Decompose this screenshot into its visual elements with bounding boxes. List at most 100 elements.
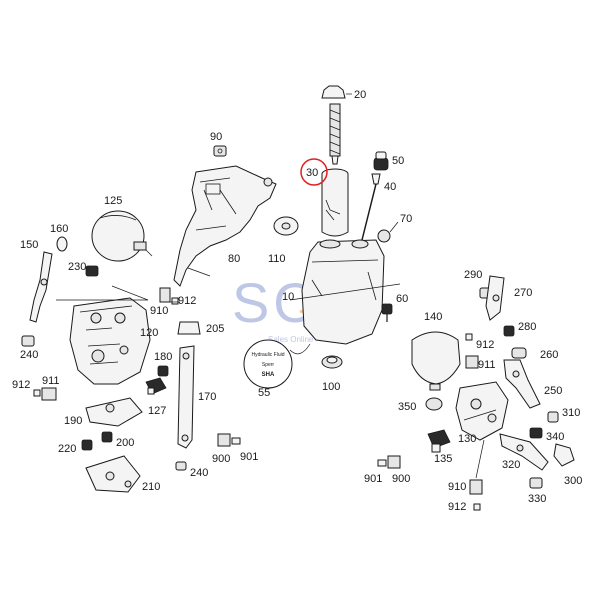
- part-50-grommet: [373, 151, 389, 171]
- part-110-washer: [273, 216, 299, 236]
- callout-901-right: 901: [364, 473, 382, 485]
- callout-80: 80: [228, 253, 240, 265]
- callout-200: 200: [116, 437, 134, 449]
- callout-330: 330: [528, 493, 546, 505]
- part-160-washer: [56, 236, 68, 252]
- part-200-nut: [101, 431, 113, 443]
- part-260-grommet: [511, 347, 527, 359]
- callout-120: 120: [140, 327, 158, 339]
- callout-55: 55: [258, 387, 270, 399]
- callout-110: 110: [268, 253, 286, 265]
- part-30-filter-cartridge: [321, 168, 349, 237]
- callout-240-left: 240: [20, 349, 38, 361]
- callout-912-upper: 912: [178, 295, 196, 307]
- part-911-912-connector-left: [33, 387, 57, 401]
- callout-190: 190: [64, 415, 82, 427]
- cap-label-bottom: SHA: [262, 372, 275, 378]
- callout-210: 210: [142, 481, 160, 493]
- part-170-long-bracket: [177, 345, 195, 449]
- callout-912-right-upper: 912: [476, 339, 494, 351]
- part-910-912-connector-lower: [469, 439, 485, 511]
- callout-125: 125: [104, 195, 122, 207]
- part-340-nut: [529, 427, 543, 439]
- part-135-pressure-sensor-right: [427, 429, 451, 453]
- callout-900-middle: 900: [212, 453, 230, 465]
- callout-240-middle: 240: [190, 467, 208, 479]
- callout-50: 50: [392, 155, 404, 167]
- callout-910-lower: 910: [448, 481, 466, 493]
- callout-150: 150: [20, 239, 38, 251]
- part-190-mount-plate: [85, 397, 143, 427]
- part-130-valve-block: [455, 381, 509, 441]
- part-100-grommet: [321, 355, 343, 369]
- callout-220: 220: [58, 443, 76, 455]
- callout-160: 160: [50, 223, 68, 235]
- callout-130: 130: [458, 433, 476, 445]
- callout-912-lower: 912: [448, 501, 466, 513]
- callout-912-left: 912: [12, 379, 30, 391]
- part-900-901-connector-middle: [217, 433, 241, 447]
- part-125-accumulator: [91, 210, 153, 262]
- callout-280: 280: [518, 321, 536, 333]
- part-70-cap-nut: [377, 221, 399, 243]
- part-300-bracket: [553, 443, 575, 467]
- callout-250: 250: [544, 385, 562, 397]
- callout-901-middle: 901: [240, 451, 258, 463]
- callout-260: 260: [540, 349, 558, 361]
- callout-40: 40: [384, 181, 396, 193]
- part-910-912-connector-upper: [159, 287, 180, 305]
- part-280-nut: [503, 325, 515, 337]
- callout-180: 180: [154, 351, 172, 363]
- part-270-bracket: [485, 275, 505, 321]
- part-90-nut: [213, 145, 227, 157]
- callout-100: 100: [322, 381, 340, 393]
- part-911-912-connector-right: [465, 333, 479, 369]
- part-320-link-bracket: [499, 433, 549, 471]
- part-150-strap: [29, 251, 53, 323]
- callout-140: 140: [424, 311, 442, 323]
- part-900-901-connector-right: [377, 455, 401, 469]
- part-250-bracket: [503, 359, 541, 409]
- part-10-reservoir: [289, 239, 401, 355]
- callout-270: 270: [514, 287, 532, 299]
- part-80-bracket: [173, 165, 277, 287]
- callout-205: 205: [206, 323, 224, 335]
- part-20-filler-cap-strainer: [321, 85, 352, 165]
- cap-label-middle: Sperr: [262, 362, 275, 368]
- part-230-nut: [85, 265, 99, 277]
- highlight-ring-30: [300, 158, 328, 186]
- part-140-accumulator-right: [411, 331, 461, 391]
- callout-340: 340: [546, 431, 564, 443]
- part-210-lower-bracket: [85, 455, 141, 493]
- callout-170: 170: [198, 391, 216, 403]
- callout-310: 310: [562, 407, 580, 419]
- part-120-pump: [56, 285, 151, 385]
- callout-30: 30: [306, 167, 318, 179]
- callout-911-right: 911: [478, 359, 496, 371]
- part-180-nut: [157, 365, 169, 377]
- part-310-nut: [547, 411, 559, 423]
- callout-90: 90: [210, 131, 222, 143]
- part-60-bolt: [381, 303, 393, 322]
- part-240-grommet-middle: [175, 461, 187, 471]
- part-240-grommet-left: [21, 335, 35, 347]
- callout-911-left: 911: [42, 375, 60, 387]
- callout-127: 127: [148, 405, 166, 417]
- part-350-grommet: [425, 397, 443, 411]
- callout-135: 135: [434, 453, 452, 465]
- callout-900-right: 900: [392, 473, 410, 485]
- callout-60: 60: [396, 293, 408, 305]
- part-205-clip: [177, 321, 201, 335]
- watermark-caption: Sales Online: [268, 335, 314, 344]
- callout-350: 350: [398, 401, 416, 413]
- callout-230: 230: [68, 261, 86, 273]
- part-55-cap-label: Hydraulic Fluid Sperr SHA: [243, 339, 293, 389]
- callout-320: 320: [502, 459, 520, 471]
- callout-10: 10: [282, 291, 294, 303]
- callout-910-upper: 910: [150, 305, 168, 317]
- callout-20: 20: [354, 89, 366, 101]
- part-40-dipstick: [359, 173, 381, 249]
- part-220-bolt: [81, 439, 93, 451]
